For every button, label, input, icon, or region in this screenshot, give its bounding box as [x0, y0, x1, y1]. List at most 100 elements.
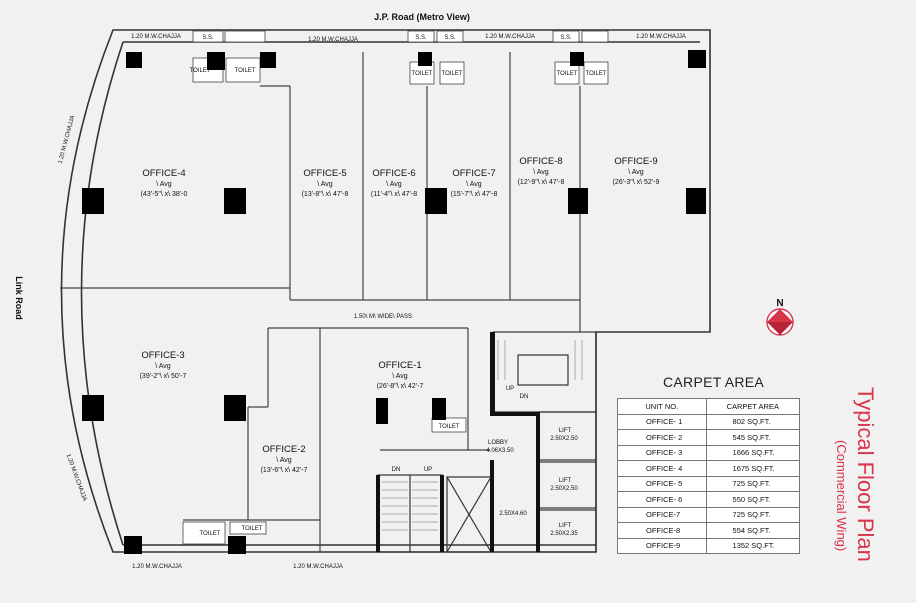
unit-cell: OFFICE-7	[617, 506, 707, 523]
unit-cell: OFFICE- 2	[617, 429, 707, 446]
lift-label: LIFT	[559, 428, 572, 434]
svg-text:OFFICE-1: OFFICE-1	[378, 360, 421, 371]
svg-text:OFFICE-6: OFFICE-6	[372, 168, 415, 179]
unit-cell: OFFICE- 1	[617, 413, 707, 430]
toilet-label: TOILET	[557, 71, 578, 77]
svg-text:\ Avg: \ Avg	[155, 363, 171, 370]
columns	[82, 50, 706, 554]
svg-text:\ Avg: \ Avg	[628, 169, 644, 176]
top-service-boxes	[182, 30, 609, 545]
partitions	[60, 52, 581, 552]
svg-text:\ Avg: \ Avg	[317, 181, 333, 188]
chajja-label: 1.20 M.W.CHAJJA	[485, 34, 535, 40]
lift-label: LIFT	[559, 523, 572, 529]
lift-size: 2.50X2.50	[550, 486, 578, 492]
office-label-6: OFFICE-6 \ Avg (11'-4"\ x\ 47'-8	[371, 168, 417, 198]
plan-subtitle: (Commercial Wing)	[834, 440, 849, 552]
lobby-label: LOBBY	[488, 440, 508, 446]
svg-text:OFFICE-9: OFFICE-9	[614, 156, 657, 167]
thick-walls	[376, 332, 540, 552]
svg-text:\ Avg: \ Avg	[276, 457, 292, 464]
office-label-3: OFFICE-3 \ Avg (39'-2"\ x\ 50'-7	[140, 350, 187, 380]
svg-text:(12'-9"\ x\ 47'-8: (12'-9"\ x\ 47'-8	[518, 179, 565, 186]
toilet-label: TOILET	[190, 68, 211, 74]
ss-label: S.S.	[444, 35, 456, 41]
ss-label: S.S.	[202, 35, 214, 41]
stair-up-label: UP	[424, 467, 432, 473]
svg-text:(13'-6"\ x\ 42'-7: (13'-6"\ x\ 42'-7	[261, 467, 308, 474]
office-label-1: OFFICE-1 \ Avg (26'-8"\ x\ 42'-7	[377, 360, 424, 390]
office-label-7: OFFICE-7 \ Avg (15'-7"\ x\ 47'-8	[451, 168, 498, 198]
svg-text:OFFICE-5: OFFICE-5	[303, 168, 346, 179]
unit-cell: OFFICE-8	[617, 522, 707, 539]
shaft-size: 2.50X4.60	[499, 511, 527, 517]
lift-size: 2.50X2.35	[550, 531, 578, 537]
office-label-5: OFFICE-5 \ Avg (13'-8"\ x\ 47'-8	[302, 168, 349, 198]
north-label: N	[776, 298, 783, 309]
svg-text:(13'-8"\ x\ 47'-8: (13'-8"\ x\ 47'-8	[302, 191, 349, 198]
svg-text:\ Avg: \ Avg	[466, 181, 482, 188]
unit-cell: OFFICE-9	[617, 537, 707, 554]
area-cell: 1666 SQ.FT.	[705, 444, 801, 461]
office-label-2: OFFICE-2 \ Avg (13'-6"\ x\ 42'-7	[261, 444, 308, 474]
road-left-label: Link Road	[14, 276, 24, 320]
stair-up-label: UP	[506, 386, 514, 392]
chajja-label: 1.20 M.W.CHAJJA	[293, 564, 343, 570]
north-arrow-icon: N	[766, 298, 794, 336]
toilet-label: TOILET	[439, 424, 460, 430]
toilet-label: TOILET	[412, 71, 433, 77]
toilet-label: TOILET	[586, 71, 607, 77]
chajja-label: 1.20 M.W.CHAJJA	[636, 34, 686, 40]
table-header-cell: UNIT NO.	[617, 398, 707, 415]
area-cell: 1352 SQ.FT.	[705, 537, 801, 554]
lobby-size: 4.06X3.50	[486, 448, 514, 454]
lift-label: LIFT	[559, 478, 572, 484]
svg-text:\ Avg: \ Avg	[392, 373, 408, 380]
chajja-label: 1.20 M.W.CHAJJA	[308, 37, 358, 43]
passage-label: 1.50\ M\ WIDE\ PASS	[354, 314, 412, 320]
table-header-row: UNIT NO. CARPET AREA	[617, 398, 801, 415]
area-cell: 725 SQ.FT.	[705, 506, 801, 523]
svg-text:(43'-5"\ x\ 38'-0: (43'-5"\ x\ 38'-0	[141, 191, 188, 198]
unit-cell: OFFICE- 6	[617, 491, 707, 508]
lift-size: 2.50X2.50	[550, 436, 578, 442]
office-label-8: OFFICE-8 \ Avg (12'-9"\ x\ 47'-8	[518, 156, 565, 186]
svg-text:OFFICE-3: OFFICE-3	[141, 350, 184, 361]
svg-text:(39'-2"\ x\ 50'-7: (39'-2"\ x\ 50'-7	[140, 373, 187, 380]
toilet-label: TOILET	[242, 526, 263, 532]
unit-cell: OFFICE- 4	[617, 460, 707, 477]
table-header-cell: CARPET AREA	[705, 398, 801, 415]
area-cell: 545 SQ.FT.	[705, 429, 801, 446]
chajja-label: 1.20 M.W.CHAJJA	[131, 34, 181, 40]
building-outline	[60, 29, 711, 553]
svg-text:(11'-4"\ x\ 47'-8: (11'-4"\ x\ 47'-8	[371, 191, 417, 198]
area-cell: 802 SQ.FT.	[705, 413, 801, 430]
svg-text:OFFICE-8: OFFICE-8	[519, 156, 562, 167]
unit-cell: OFFICE- 5	[617, 475, 707, 492]
stair-dn-label: DN	[520, 394, 529, 400]
svg-text:OFFICE-7: OFFICE-7	[452, 168, 495, 179]
svg-text:\ Avg: \ Avg	[533, 169, 549, 176]
toilet-label: TOILET	[442, 71, 463, 77]
ss-label: S.S.	[560, 35, 572, 41]
carpet-area-title: CARPET AREA	[663, 374, 765, 390]
office-label-9: OFFICE-9 \ Avg (26'-3"\ x\ 52'-9	[613, 156, 660, 186]
svg-text:\ Avg: \ Avg	[156, 181, 172, 188]
toilet-label: TOILET	[200, 531, 221, 537]
area-cell: 554 SQ.FT.	[705, 522, 801, 539]
svg-text:OFFICE-4: OFFICE-4	[142, 168, 185, 179]
ss-label: S.S.	[415, 35, 427, 41]
svg-text:OFFICE-2: OFFICE-2	[262, 444, 305, 455]
svg-text:(26'-8"\ x\ 42'-7: (26'-8"\ x\ 42'-7	[377, 383, 424, 390]
